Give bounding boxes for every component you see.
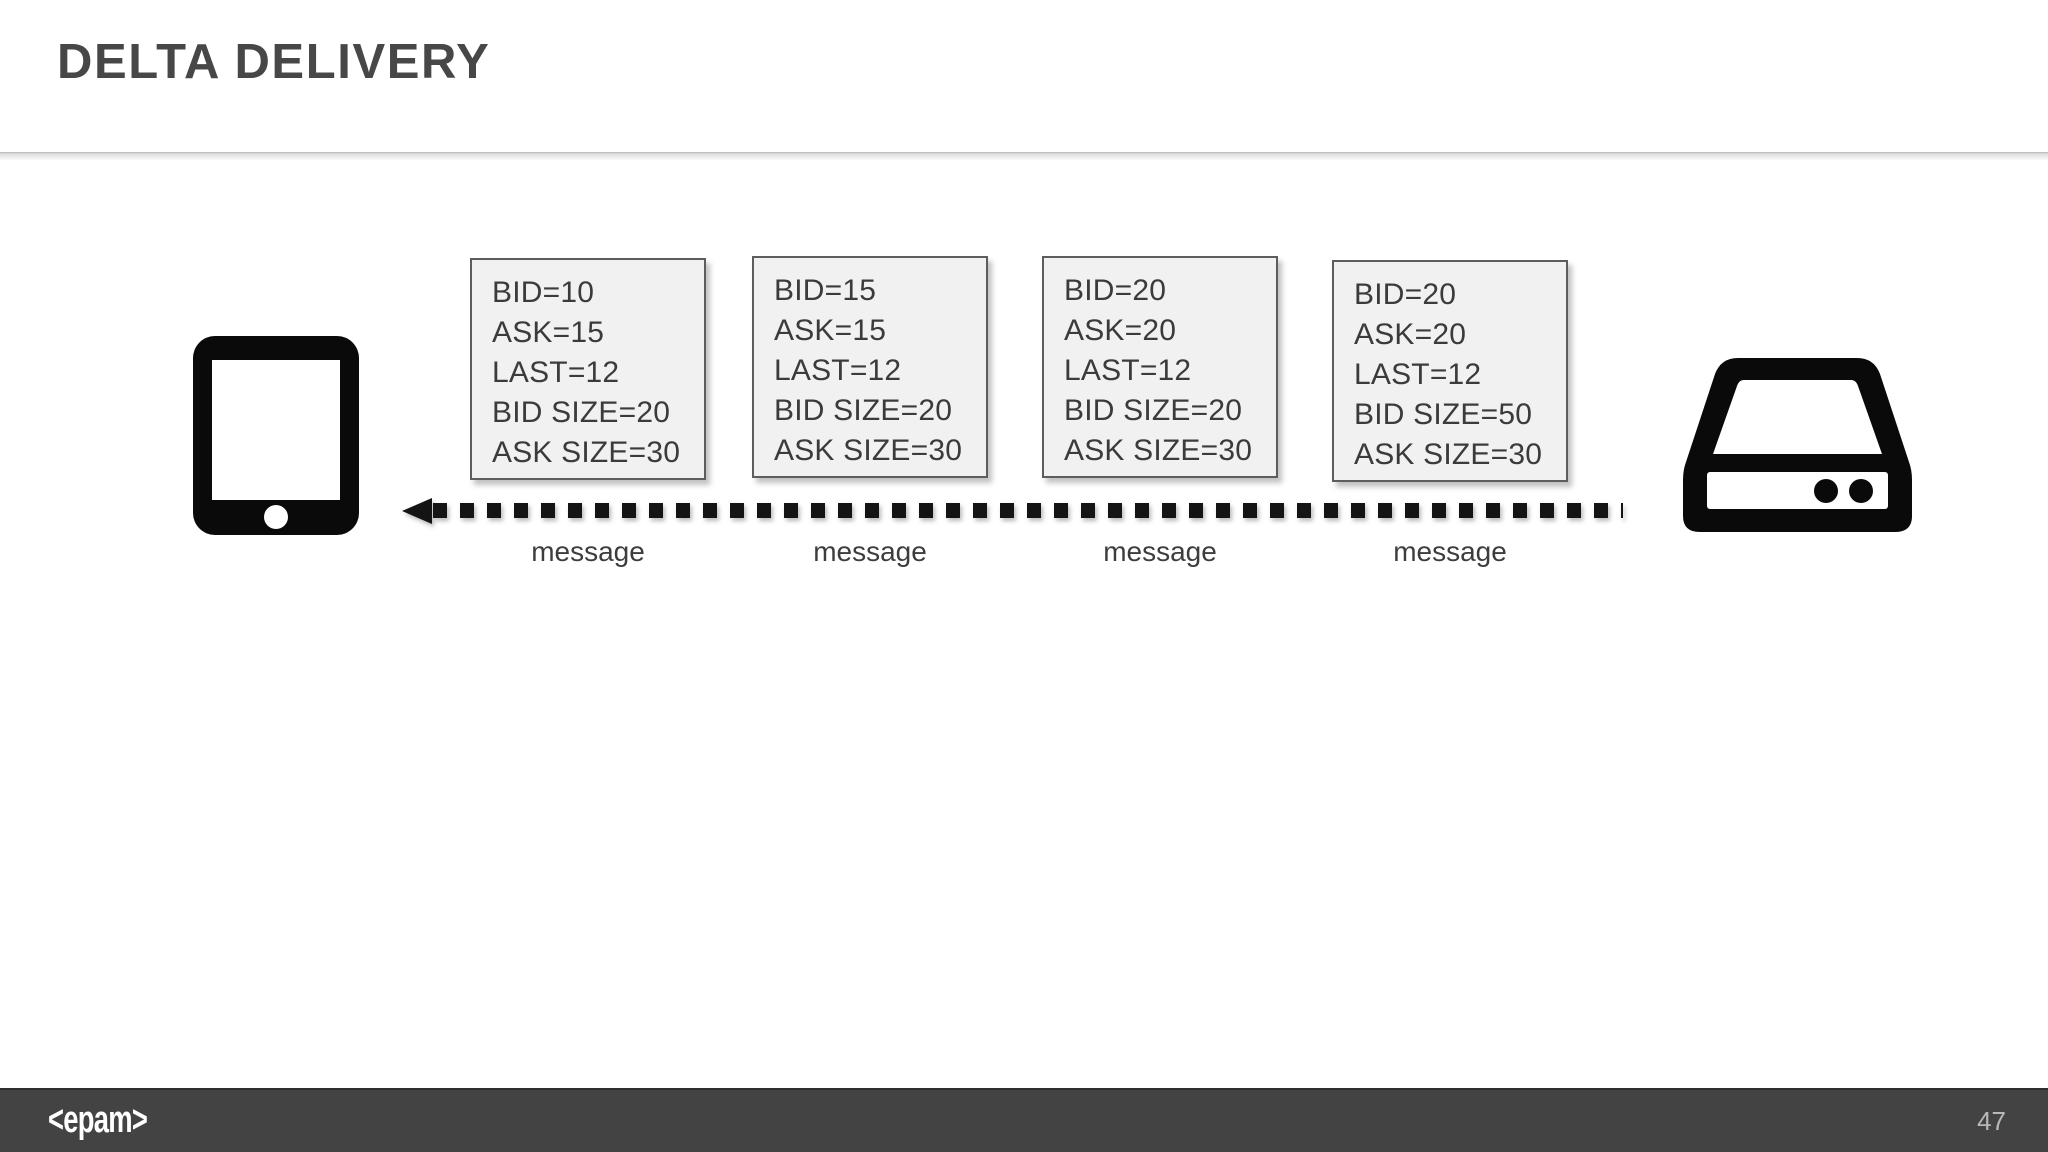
message-caption: message bbox=[1103, 536, 1217, 567]
message-fields: BID=20 ASK=20 LAST=12 BID SIZE=50 ASK SI… bbox=[1334, 262, 1566, 475]
message-field: BID SIZE=20 bbox=[774, 394, 953, 427]
message-field: ASK=15 bbox=[492, 316, 605, 349]
message-field: ASK SIZE=30 bbox=[774, 434, 963, 467]
server-disk-icon bbox=[1680, 350, 1915, 540]
dotted-line bbox=[433, 503, 1623, 518]
message-box: BID=20 ASK=20 LAST=12 BID SIZE=50 ASK SI… bbox=[1332, 260, 1568, 482]
message-field: BID SIZE=20 bbox=[492, 396, 671, 429]
tablet-icon bbox=[190, 333, 362, 538]
arrow-head-left-icon bbox=[402, 498, 432, 524]
message-box: BID=15 ASK=15 LAST=12 BID SIZE=20 ASK SI… bbox=[752, 256, 988, 478]
message-caption: message bbox=[813, 536, 927, 567]
message-caption: message bbox=[531, 536, 645, 567]
epam-logo: <epam> bbox=[48, 1099, 148, 1141]
message-field: LAST=12 bbox=[1064, 354, 1192, 387]
message-caption: message bbox=[1393, 536, 1507, 567]
slide-footer: <epam> 47 bbox=[0, 1088, 2048, 1152]
message-field: LAST=12 bbox=[1354, 358, 1482, 391]
page-title: DELTA DELIVERY bbox=[57, 35, 491, 89]
message-field: BID=15 bbox=[774, 274, 877, 307]
message-field: ASK SIZE=30 bbox=[1354, 438, 1543, 471]
message-field: BID=20 bbox=[1354, 278, 1457, 311]
message-field: LAST=12 bbox=[492, 356, 620, 389]
message-fields: BID=15 ASK=15 LAST=12 BID SIZE=20 ASK SI… bbox=[754, 258, 986, 471]
message-box: BID=20 ASK=20 LAST=12 BID SIZE=20 ASK SI… bbox=[1042, 256, 1278, 478]
message-field: ASK=15 bbox=[774, 314, 887, 347]
message-fields: BID=10 ASK=15 LAST=12 BID SIZE=20 ASK SI… bbox=[472, 260, 704, 473]
message-field: BID=20 bbox=[1064, 274, 1167, 307]
footer-divider bbox=[0, 1088, 2048, 1090]
message-field: BID=10 bbox=[492, 276, 595, 309]
message-field: BID SIZE=50 bbox=[1354, 398, 1533, 431]
message-field: ASK SIZE=30 bbox=[1064, 434, 1253, 467]
slide-header: DELTA DELIVERY bbox=[0, 0, 2048, 161]
message-field: ASK=20 bbox=[1064, 314, 1177, 347]
page-number: 47 bbox=[1977, 1106, 2006, 1136]
message-field: ASK SIZE=30 bbox=[492, 436, 681, 469]
message-field: BID SIZE=20 bbox=[1064, 394, 1243, 427]
message-fields: BID=20 ASK=20 LAST=12 BID SIZE=20 ASK SI… bbox=[1044, 258, 1276, 471]
message-field: LAST=12 bbox=[774, 354, 902, 387]
message-field: ASK=20 bbox=[1354, 318, 1467, 351]
header-divider-shadow bbox=[0, 155, 2048, 161]
message-flow-arrow bbox=[398, 488, 1628, 534]
header-divider bbox=[0, 152, 2048, 155]
message-box: BID=10 ASK=15 LAST=12 BID SIZE=20 ASK SI… bbox=[470, 258, 706, 480]
